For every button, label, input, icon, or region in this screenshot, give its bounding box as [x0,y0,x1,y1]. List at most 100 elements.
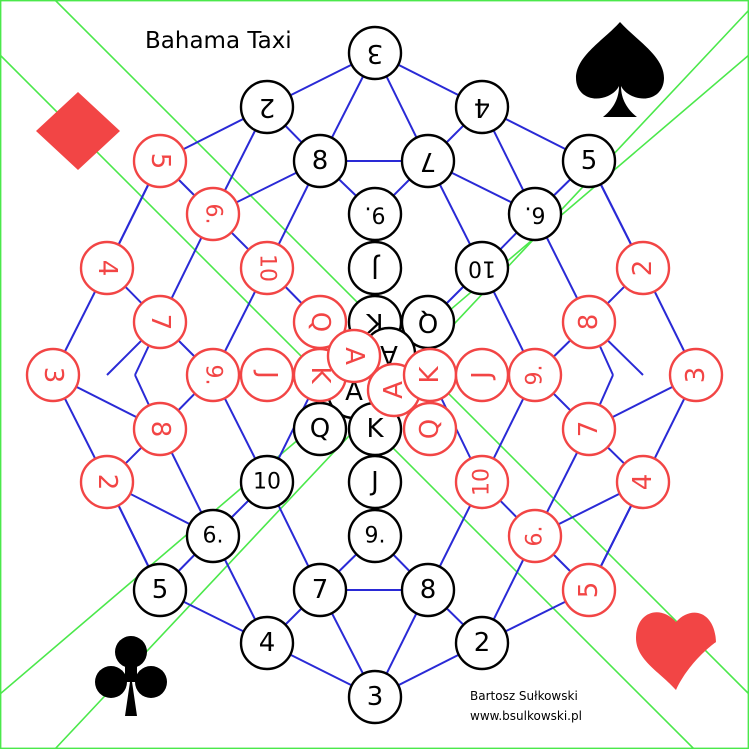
club-icon [95,636,167,716]
red-card-node-label: K [415,366,445,384]
black-card-node-label: J [369,467,379,497]
black-card-node-label: 4 [259,628,276,658]
black-card-node-label: 9. [365,524,386,549]
red-card-node[interactable]: K [402,347,458,403]
red-card-node[interactable]: 2 [615,240,671,296]
red-card-node-label: Q [305,312,335,332]
red-card-node-label: 9. [201,365,226,386]
red-card-node-label: 9. [523,365,548,386]
red-card-node[interactable]: 4 [615,454,671,510]
red-card-node-circle [615,240,671,296]
heart-icon [636,612,716,690]
black-card-node[interactable]: 3 [347,669,403,725]
black-card-node-label: 8 [420,575,437,605]
red-card-node[interactable]: J [454,347,510,403]
black-card-node[interactable]: 3 [347,25,403,81]
black-card-node[interactable]: 9. [347,508,403,564]
black-card-node[interactable]: 8 [292,133,348,189]
red-card-node[interactable]: 6. [507,508,563,564]
red-card-node-label: 6. [201,204,226,225]
red-card-node[interactable]: J [239,347,295,403]
red-card-node-label: 7 [145,314,175,331]
red-card-node[interactable]: 8 [132,401,188,457]
red-card-node[interactable]: 5 [132,133,188,189]
red-card-node-label: 5 [145,153,175,170]
black-card-node[interactable]: 7 [400,133,456,189]
black-card-node[interactable]: J [347,454,403,510]
game-title: Bahama Taxi [145,28,292,54]
black-card-node-circle [185,508,241,564]
red-card-node[interactable]: 7 [132,294,188,350]
black-card-node[interactable]: 4 [454,79,510,135]
black-card-node[interactable]: Q [292,401,348,457]
red-card-node-label: 8 [145,421,175,438]
red-card-node-label: 7 [574,421,604,438]
red-card-node[interactable]: 10 [239,240,295,296]
black-card-node-circle [292,562,348,618]
black-card-node-circle [132,562,188,618]
red-card-node-circle [185,186,241,242]
black-card-node[interactable]: 7 [292,562,348,618]
red-card-node[interactable]: 8 [561,294,617,350]
red-card-node-circle [668,347,724,403]
red-card-node-label: 2 [92,474,122,491]
black-card-node[interactable]: 2 [239,79,295,135]
black-card-node-label: 3 [367,38,384,68]
black-card-node[interactable]: 10 [454,240,510,296]
black-card-node[interactable]: 5 [132,562,188,618]
red-card-node-circle [79,240,135,296]
red-card-node[interactable]: 10 [454,454,510,510]
black-card-node[interactable]: 9. [347,186,403,242]
black-card-node-label: 10 [468,256,496,281]
black-card-node[interactable]: 6. [507,186,563,242]
black-card-node-label: 10 [253,470,281,495]
black-card-node-circle [292,133,348,189]
black-card-node-circle [347,669,403,725]
red-card-node[interactable]: 7 [561,401,617,457]
black-card-node-circle [454,615,510,671]
red-card-node[interactable]: Q [402,401,458,457]
red-card-node[interactable]: 6. [185,186,241,242]
red-card-node-label: 10 [470,468,495,496]
black-card-node-label: 7 [420,146,437,176]
red-card-node[interactable]: A [326,328,382,384]
black-card-node[interactable]: 5 [561,133,617,189]
red-card-node-label: 10 [255,254,280,282]
red-card-node-circle [507,508,563,564]
red-card-node[interactable]: 3 [25,347,81,403]
black-card-node[interactable]: 6. [185,508,241,564]
red-card-node-label: A [339,347,369,365]
black-card-node[interactable]: 4 [239,615,295,671]
red-card-node-circle [132,133,188,189]
black-card-node[interactable]: 10 [239,454,295,510]
red-card-node-circle [561,294,617,350]
red-card-node-label: 4 [628,474,658,491]
black-card-node-circle [239,79,295,135]
black-card-node-circle [347,454,403,510]
red-card-node[interactable]: 4 [79,240,135,296]
red-card-node[interactable]: 2 [79,454,135,510]
red-card-node[interactable]: 5 [561,562,617,618]
black-card-node[interactable]: Q [400,294,456,350]
red-card-node-circle [79,454,135,510]
black-card-node[interactable]: 2 [454,615,510,671]
black-card-node-label: 2 [474,628,491,658]
black-card-node[interactable]: J [347,240,403,296]
black-card-node[interactable]: 8 [400,562,456,618]
black-card-node-circle [347,508,403,564]
red-card-node-circle [615,454,671,510]
red-card-node[interactable]: 3 [668,347,724,403]
black-card-node-label: A [345,377,363,407]
black-card-node-circle [347,186,403,242]
red-card-node-label: K [305,366,335,384]
red-card-node[interactable]: 9. [185,347,241,403]
red-card-node-circle [561,562,617,618]
diamond-icon [36,92,120,170]
red-card-node[interactable]: 9. [507,347,563,403]
black-card-node-label: 2 [259,92,276,122]
red-card-node-label: 2 [628,260,658,277]
red-card-node-circle [132,294,188,350]
red-card-node[interactable]: A [366,362,422,418]
